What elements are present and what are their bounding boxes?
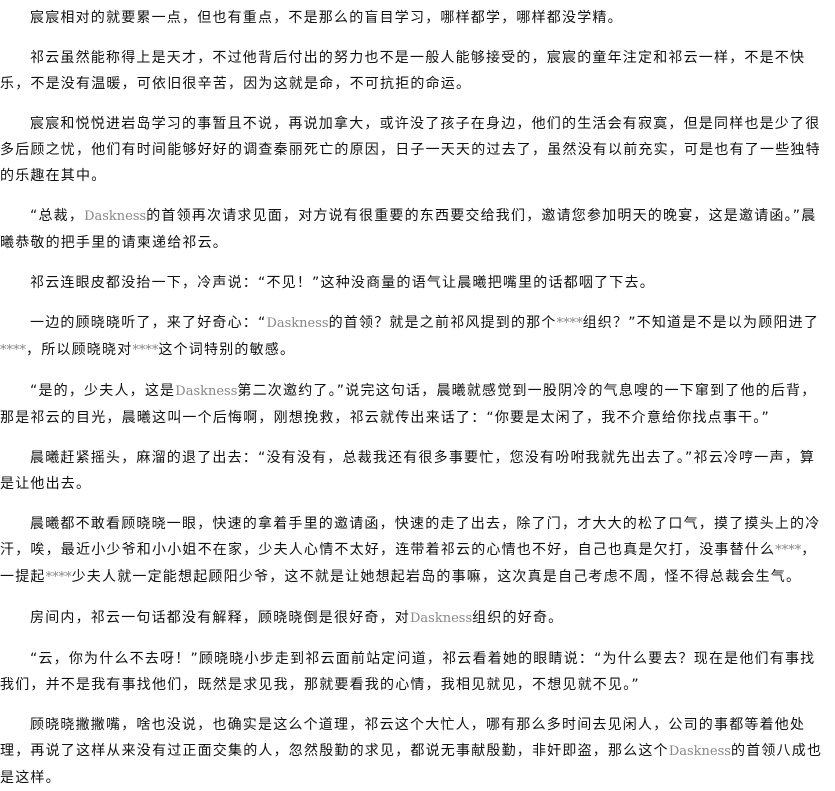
text-segment: 晨曦赶紧摇头，麻溜的退了出去：“没有没有，总裁我还有很多事要忙，您没有吩咐我就先… — [0, 450, 816, 492]
paragraph: 一边的顾晓晓听了，来了好奇心：“Daskness的首领？就是之前祁风提到的那个*… — [0, 310, 824, 364]
text-segment: 的首领？就是之前祁风提到的那个 — [328, 315, 557, 331]
latin-term: **** — [775, 543, 802, 558]
text-segment: “云，你为什么不去呀！”顾晓晓小步走到祁云面前站定问道，祁云看着她的眼睛说：“为… — [0, 651, 816, 693]
text-segment: 第二次邀约了。”说完这句话，晨曦就感觉到一股阴冷的气息嗖的一下窜到了他的后背，那… — [0, 383, 817, 426]
latin-term: Daskness — [410, 611, 473, 626]
text-segment: 房间内，祁云一句话都没有解释，顾晓晓倒是很好奇，对 — [30, 610, 410, 626]
text-segment: 少夫人就一定能想起顾阳少爷，这不就是让她想起岩岛的事嘛，这次真是自己考虑不周，怪… — [71, 569, 802, 585]
text-segment: 祁云虽然能称得上是天才，不过他背后付出的努力也不是一般人能够接受的，宸宸的童年注… — [0, 50, 806, 92]
paragraph: 宸宸和悦悦进岩岛学习的事暂且不说，再说加拿大，或许没了孩子在身边，他们的生活会有… — [0, 111, 824, 189]
text-segment: 晨曦都不敢看顾晓晓一眼，快速的拿着手里的邀请函，快速的走了出去，除了门，才大大的… — [0, 516, 821, 558]
paragraph: 晨曦赶紧摇头，麻溜的退了出去：“没有没有，总裁我还有很多事要忙，您没有吩咐我就先… — [0, 445, 824, 497]
text-segment: 宸宸和悦悦进岩岛学习的事暂且不说，再说加拿大，或许没了孩子在身边，他们的生活会有… — [0, 116, 821, 184]
paragraph: 房间内，祁云一句话都没有解释，顾晓晓倒是很好奇，对Daskness组织的好奇。 — [0, 605, 824, 632]
paragraph: 顾晓晓撇撇嘴，啥也没说，也确实是这么个道理，祁云这个大忙人，哪有那么多时间去见闲… — [0, 712, 824, 791]
text-segment: 组织的好奇。 — [472, 610, 564, 626]
paragraph: 祁云虽然能称得上是天才，不过他背后付出的努力也不是一般人能够接受的，宸宸的童年注… — [0, 45, 824, 97]
text-segment: 的首领再次请求见面，对方说有很重要的东西要交给我们，邀请您参加明天的晚宴，这是邀… — [0, 208, 817, 251]
paragraph: “是的，少夫人，这是Daskness第二次邀约了。”说完这句话，晨曦就感觉到一股… — [0, 378, 824, 431]
latin-term: Daskness — [175, 384, 238, 399]
paragraph: 晨曦都不敢看顾晓晓一眼，快速的拿着手里的邀请函，快速的走了出去，除了门，才大大的… — [0, 511, 824, 591]
latin-term: Daskness — [84, 209, 147, 224]
latin-term: **** — [0, 343, 26, 358]
paragraph: 祁云连眼皮都没抬一下，冷声说：“不见！”这种没商量的语气让晨曦把嘴里的话都咽了下… — [0, 270, 824, 296]
text-segment: ，所以顾晓晓对 — [26, 342, 133, 358]
latin-term: Daskness — [668, 744, 731, 759]
paragraph: “总裁，Daskness的首领再次请求见面，对方说有很重要的东西要交给我们，邀请… — [0, 203, 824, 256]
text-segment: ，一提起 — [0, 542, 817, 585]
paragraph: 宸宸相对的就要累一点，但也有重点，不是那么的盲目学习，哪样都学，哪样都没学精。 — [0, 5, 824, 31]
latin-term: Daskness — [266, 316, 329, 331]
text-segment: “总裁， — [30, 208, 85, 224]
latin-term: **** — [45, 570, 72, 585]
text-segment: 组织？”不知道是不是以为顾阳进了 — [582, 315, 820, 331]
text-segment: 这个词特别的敏感。 — [158, 342, 296, 358]
text-segment: 宸宸相对的就要累一点，但也有重点，不是那么的盲目学习，哪样都学，哪样都没学精。 — [30, 10, 623, 26]
text-segment: 祁云连眼皮都没抬一下，冷声说：“不见！”这种没商量的语气让晨曦把嘴里的话都咽了下… — [30, 275, 655, 291]
paragraph: “云，你为什么不去呀！”顾晓晓小步走到祁云面前站定问道，祁云看着她的眼睛说：“为… — [0, 646, 824, 698]
latin-term: **** — [556, 316, 583, 331]
latin-term: **** — [132, 343, 159, 358]
text-segment: 一边的顾晓晓听了，来了好奇心：“ — [30, 315, 267, 331]
text-segment: “是的，少夫人，这是 — [30, 383, 176, 399]
